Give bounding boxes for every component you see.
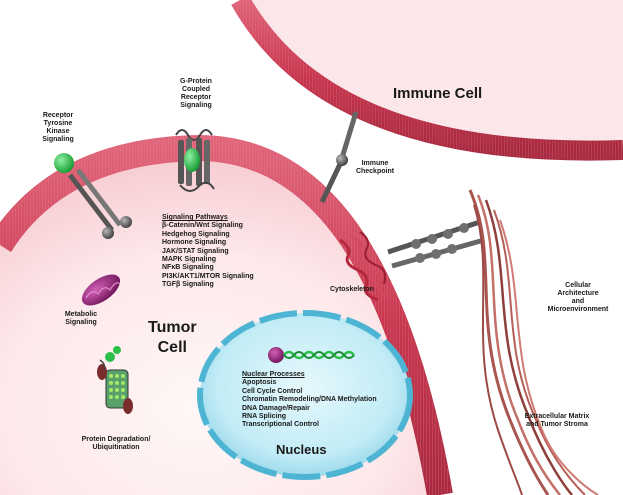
metabolic-signaling-label: Metabolic Signaling xyxy=(64,311,98,326)
immune-cell-label: Immune Cell xyxy=(393,85,483,102)
list-item: Hedgehog Signaling xyxy=(162,230,230,238)
list-item: Cell Cycle Control xyxy=(242,387,303,395)
rtk-label: Receptor Tyrosine Kinase Signaling xyxy=(42,112,74,143)
immune-cell xyxy=(231,0,623,161)
list-item: JAK/STAT Signaling xyxy=(162,247,229,255)
cytoskeleton-linker-icon xyxy=(387,219,485,269)
list-item: DNA Damage/Repair xyxy=(242,404,310,412)
proteasome-icon xyxy=(97,346,133,414)
tumor-cell-label: Tumor Cell xyxy=(148,319,197,356)
nucleus xyxy=(197,310,413,480)
list-item: RNA Splicing xyxy=(242,413,287,421)
cytoskeleton-icon xyxy=(339,231,391,302)
mitochondrion-icon xyxy=(81,274,121,306)
cellular-architecture-label: Cellular Architecture and Microenvironme… xyxy=(547,282,609,313)
gpcr-label: G-Protein Coupled Receptor Signaling xyxy=(180,78,212,109)
list-item: Chromatin Remodeling/DNA Methylation xyxy=(242,396,377,404)
dna-helix-icon xyxy=(268,347,355,363)
list-item: Apoptosis xyxy=(242,379,277,387)
immune-checkpoint-label: Immune Checkpoint xyxy=(355,160,395,175)
list-item: NFκB Signaling xyxy=(162,264,214,272)
gpcr-icon xyxy=(175,129,215,192)
nuclear-processes-title: Nuclear Processes xyxy=(242,371,305,378)
signaling-pathways-list: Signaling Pathways β-Catenin/Wnt Signali… xyxy=(162,214,254,290)
protein-degradation-label: Protein Degradation/ Ubiquitination xyxy=(81,436,151,451)
list-item: PI3K/AKT1/MTOR Signaling xyxy=(162,272,254,280)
list-item: MAPK Signaling xyxy=(162,256,217,264)
cytoskeleton-label: Cytoskeleton xyxy=(330,286,374,293)
receptor-tyrosine-kinase-icon xyxy=(54,153,132,239)
extracellular-fibers-icon xyxy=(468,189,599,495)
list-item: Transcriptional Control xyxy=(242,421,320,429)
immune-checkpoint-icon xyxy=(319,111,359,204)
list-item: TGFβ Signaling xyxy=(162,281,214,289)
nuclear-processes-list: Nuclear Processes Apoptosis Cell Cycle C… xyxy=(242,371,377,430)
list-item: β-Catenin/Wnt Signaling xyxy=(162,222,243,230)
nucleus-label: Nucleus xyxy=(276,442,327,457)
signaling-pathways-title: Signaling Pathways xyxy=(162,214,228,221)
list-item: Hormone Signaling xyxy=(162,239,227,247)
ecm-label: Extracellular Matrix and Tumor Stroma xyxy=(524,413,590,428)
